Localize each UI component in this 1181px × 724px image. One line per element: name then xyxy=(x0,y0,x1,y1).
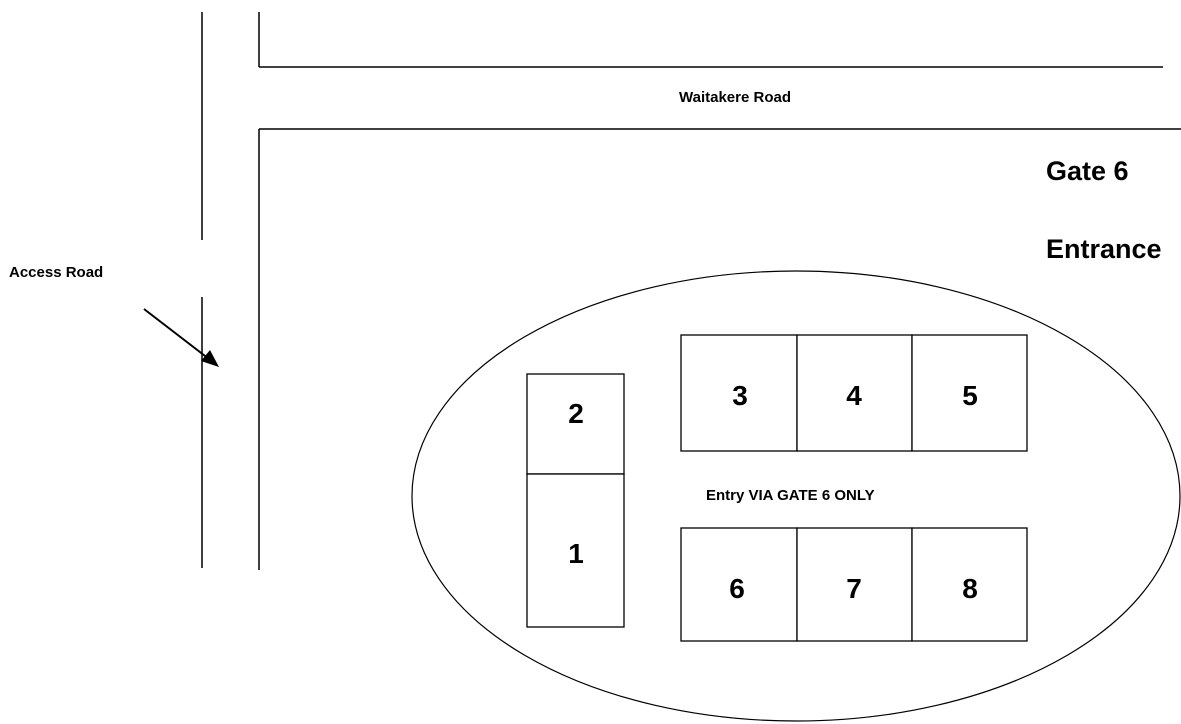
plot-8 xyxy=(911,527,1028,642)
access-road-label: Access Road xyxy=(9,264,103,281)
plot-5 xyxy=(911,334,1028,452)
plot-4-number: 4 xyxy=(846,380,862,411)
plot-7 xyxy=(796,527,913,642)
plot-3 xyxy=(680,334,798,452)
plot-2-number: 2 xyxy=(568,398,584,429)
plot-8-number: 8 xyxy=(962,573,978,604)
gate-label: Gate 6 xyxy=(1046,156,1129,186)
plot-6-number: 6 xyxy=(729,573,745,604)
plot-6 xyxy=(680,527,798,642)
arrow-head-icon xyxy=(201,350,219,367)
plot-1-number: 1 xyxy=(568,538,584,569)
entry-notice: Entry VIA GATE 6 ONLY xyxy=(706,487,875,504)
plot-4 xyxy=(796,334,913,452)
plot-1 xyxy=(526,473,625,628)
plot-3-number: 3 xyxy=(732,380,748,411)
plot-2 xyxy=(526,373,625,475)
waitakere-road-label: Waitakere Road xyxy=(679,89,791,106)
site-boundary xyxy=(411,270,1181,722)
plot-5-number: 5 xyxy=(962,380,978,411)
access-road-pointer-arrow xyxy=(143,308,210,360)
plot-7-number: 7 xyxy=(846,573,862,604)
entrance-label: Entrance xyxy=(1046,234,1162,264)
